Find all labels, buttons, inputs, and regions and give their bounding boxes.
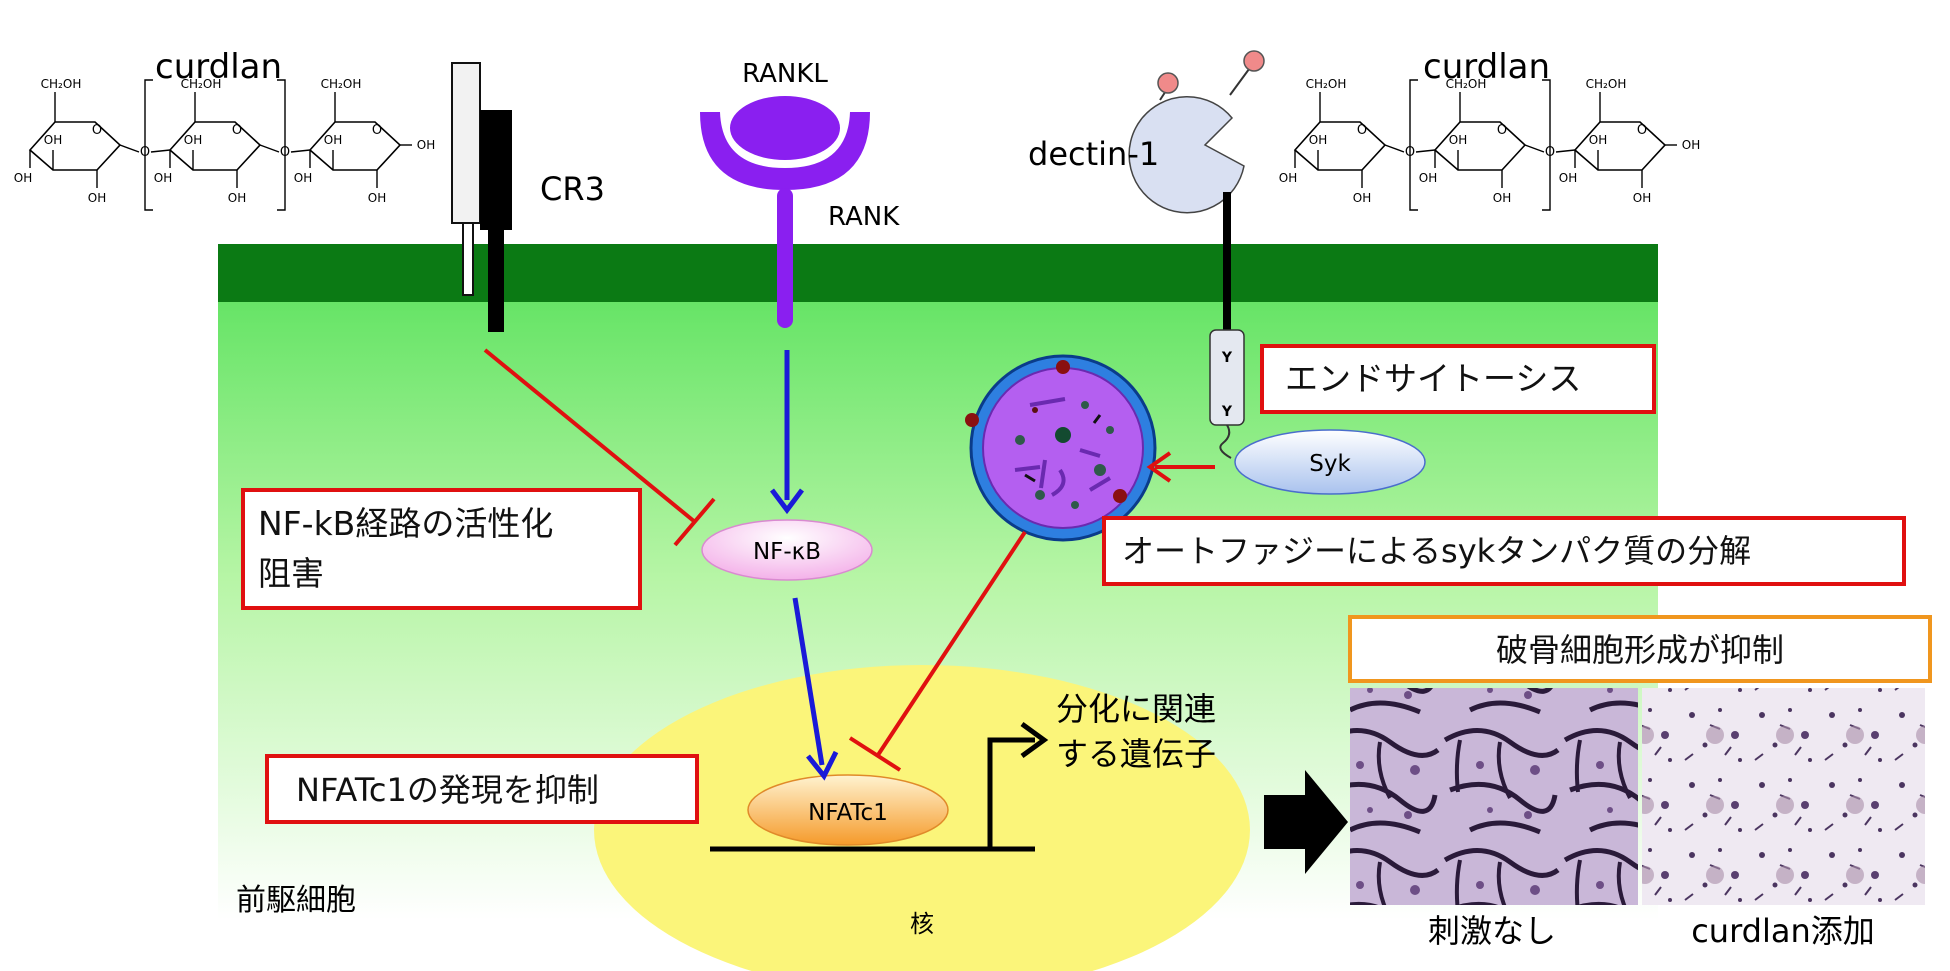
oh-label: OH bbox=[228, 191, 246, 205]
syk-oval bbox=[1234, 429, 1426, 495]
oh-label: OH bbox=[1419, 171, 1437, 185]
ch2oh-label: CH₂OH bbox=[181, 77, 222, 91]
repeat-bracket-left bbox=[1409, 79, 1418, 211]
oh-label: OH bbox=[1353, 191, 1371, 205]
cell-membrane bbox=[218, 244, 1658, 302]
rankl bbox=[730, 96, 840, 160]
syk-label: Syk bbox=[1309, 451, 1351, 477]
ch2oh-label: CH₂OH bbox=[1586, 77, 1627, 91]
rankl-rank-complex bbox=[700, 96, 870, 328]
cr3-receptor bbox=[451, 62, 512, 332]
oh-label: OH bbox=[1682, 138, 1700, 152]
ch2oh-label: CH₂OH bbox=[1446, 77, 1487, 91]
label-curdlan-right: curdlan bbox=[1423, 47, 1550, 87]
box-nfkb-inhibition-line2: 阻害 bbox=[258, 554, 324, 593]
box-nfatc1-suppression-text: NFATc1の発現を抑制 bbox=[296, 771, 599, 809]
dectin1-receptor bbox=[1128, 50, 1265, 459]
oh-label: OH bbox=[154, 171, 172, 185]
label-rank: RANK bbox=[828, 202, 900, 232]
oh-label: OH bbox=[1589, 133, 1607, 147]
micrograph-curdlan bbox=[1642, 688, 1925, 905]
ring-oxygen-label: O bbox=[1357, 123, 1367, 138]
label-gene-line1: 分化に関連 bbox=[1056, 690, 1216, 728]
label-gene-line2: する遺伝子 bbox=[1056, 735, 1216, 773]
repeat-bracket-right bbox=[277, 79, 286, 211]
y-residue-2: Y bbox=[1221, 404, 1233, 420]
micrograph-no-stimulation bbox=[1350, 688, 1638, 905]
box-autophagy-text: オートファジーによるsykタンパク質の分解 bbox=[1122, 532, 1751, 570]
oh-label: OH bbox=[294, 171, 312, 185]
box-nfatc1-suppression bbox=[265, 754, 699, 824]
oh-label: OH bbox=[1493, 191, 1511, 205]
rank-stalk bbox=[777, 188, 793, 328]
ring-oxygen-label: O bbox=[372, 123, 382, 138]
blue-arrows bbox=[770, 350, 839, 781]
transcription-arrow bbox=[987, 737, 1035, 849]
oh-label: OH bbox=[1559, 171, 1577, 185]
oh-label: OH bbox=[1309, 133, 1327, 147]
repeat-bracket-left bbox=[144, 79, 153, 211]
box-endocytosis-text: エンドサイトーシス bbox=[1285, 359, 1581, 398]
label-rankl: RANKL bbox=[742, 59, 828, 89]
label-nucleus: 核 bbox=[910, 910, 934, 938]
repeat-bracket-right bbox=[1542, 79, 1551, 211]
ch2oh-label: CH₂OH bbox=[41, 77, 82, 91]
nfatc1-oval bbox=[747, 774, 949, 846]
label-dectin1: dectin-1 bbox=[1028, 135, 1159, 173]
oh-label: OH bbox=[324, 133, 342, 147]
oh-label: OH bbox=[88, 191, 106, 205]
ring-oxygen-label: O bbox=[232, 123, 242, 138]
ring-oxygen-label: O bbox=[1497, 123, 1507, 138]
ring-oxygen-label: O bbox=[1637, 123, 1647, 138]
autophagosome bbox=[965, 354, 1157, 542]
nfkb-oval bbox=[701, 519, 873, 581]
oh-label: OH bbox=[368, 191, 386, 205]
oh-label: OH bbox=[417, 138, 435, 152]
label-cr3: CR3 bbox=[540, 170, 605, 208]
oh-label: OH bbox=[1449, 133, 1467, 147]
oh-label: OH bbox=[1279, 171, 1297, 185]
oh-label: OH bbox=[44, 133, 62, 147]
ring-oxygen-label: O bbox=[92, 123, 102, 138]
label-curdlan-added: curdlan添加 bbox=[1691, 912, 1875, 950]
box-osteoclast-suppressed-text: 破骨細胞形成が抑制 bbox=[1496, 631, 1784, 669]
transcription-arrowhead bbox=[1020, 721, 1049, 759]
box-autophagy bbox=[1102, 516, 1906, 586]
label-curdlan-left: curdlan bbox=[155, 47, 282, 87]
box-osteoclast-suppressed bbox=[1348, 615, 1932, 683]
red-inhibitions bbox=[483, 348, 1215, 772]
box-nfkb-inhibition bbox=[241, 488, 642, 610]
oh-label: OH bbox=[1633, 191, 1651, 205]
box-endocytosis bbox=[1260, 344, 1656, 414]
box-nfkb-inhibition-line1: NF-kB経路の活性化 bbox=[258, 504, 553, 543]
y-residue-1: Y bbox=[1221, 350, 1233, 366]
nfkb-label: NF-κB bbox=[753, 539, 821, 565]
oh-label: OH bbox=[14, 171, 32, 185]
ch2oh-label: CH₂OH bbox=[321, 77, 362, 91]
nfatc1-label: NFATc1 bbox=[808, 800, 888, 826]
label-no-stimulation: 刺激なし bbox=[1428, 912, 1556, 950]
ch2oh-label: CH₂OH bbox=[1306, 77, 1347, 91]
label-precursor-cell: 前駆細胞 bbox=[236, 883, 356, 918]
oh-label: OH bbox=[184, 133, 202, 147]
result-arrow bbox=[1264, 770, 1348, 874]
